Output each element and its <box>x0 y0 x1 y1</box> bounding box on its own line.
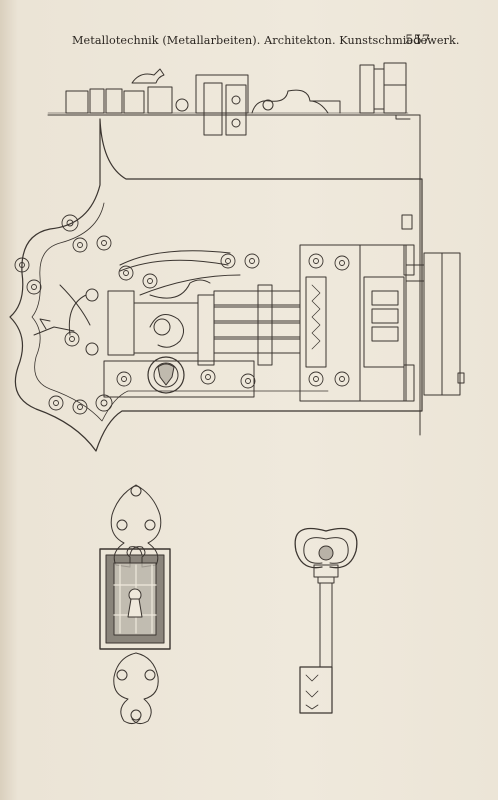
lock-front-view <box>9 118 465 452</box>
running-head: Metallotechnik (Metallarbeiten). Archite… <box>72 34 460 47</box>
lock-top-view <box>47 62 421 436</box>
engraving-svg <box>9 62 465 725</box>
page-number: 557 <box>405 33 430 48</box>
illustration-plate <box>0 55 498 755</box>
keyhole-escutcheon <box>99 484 171 725</box>
page-header: Metallotechnik (Metallarbeiten). Archite… <box>0 33 498 52</box>
ornamental-key <box>294 527 358 714</box>
